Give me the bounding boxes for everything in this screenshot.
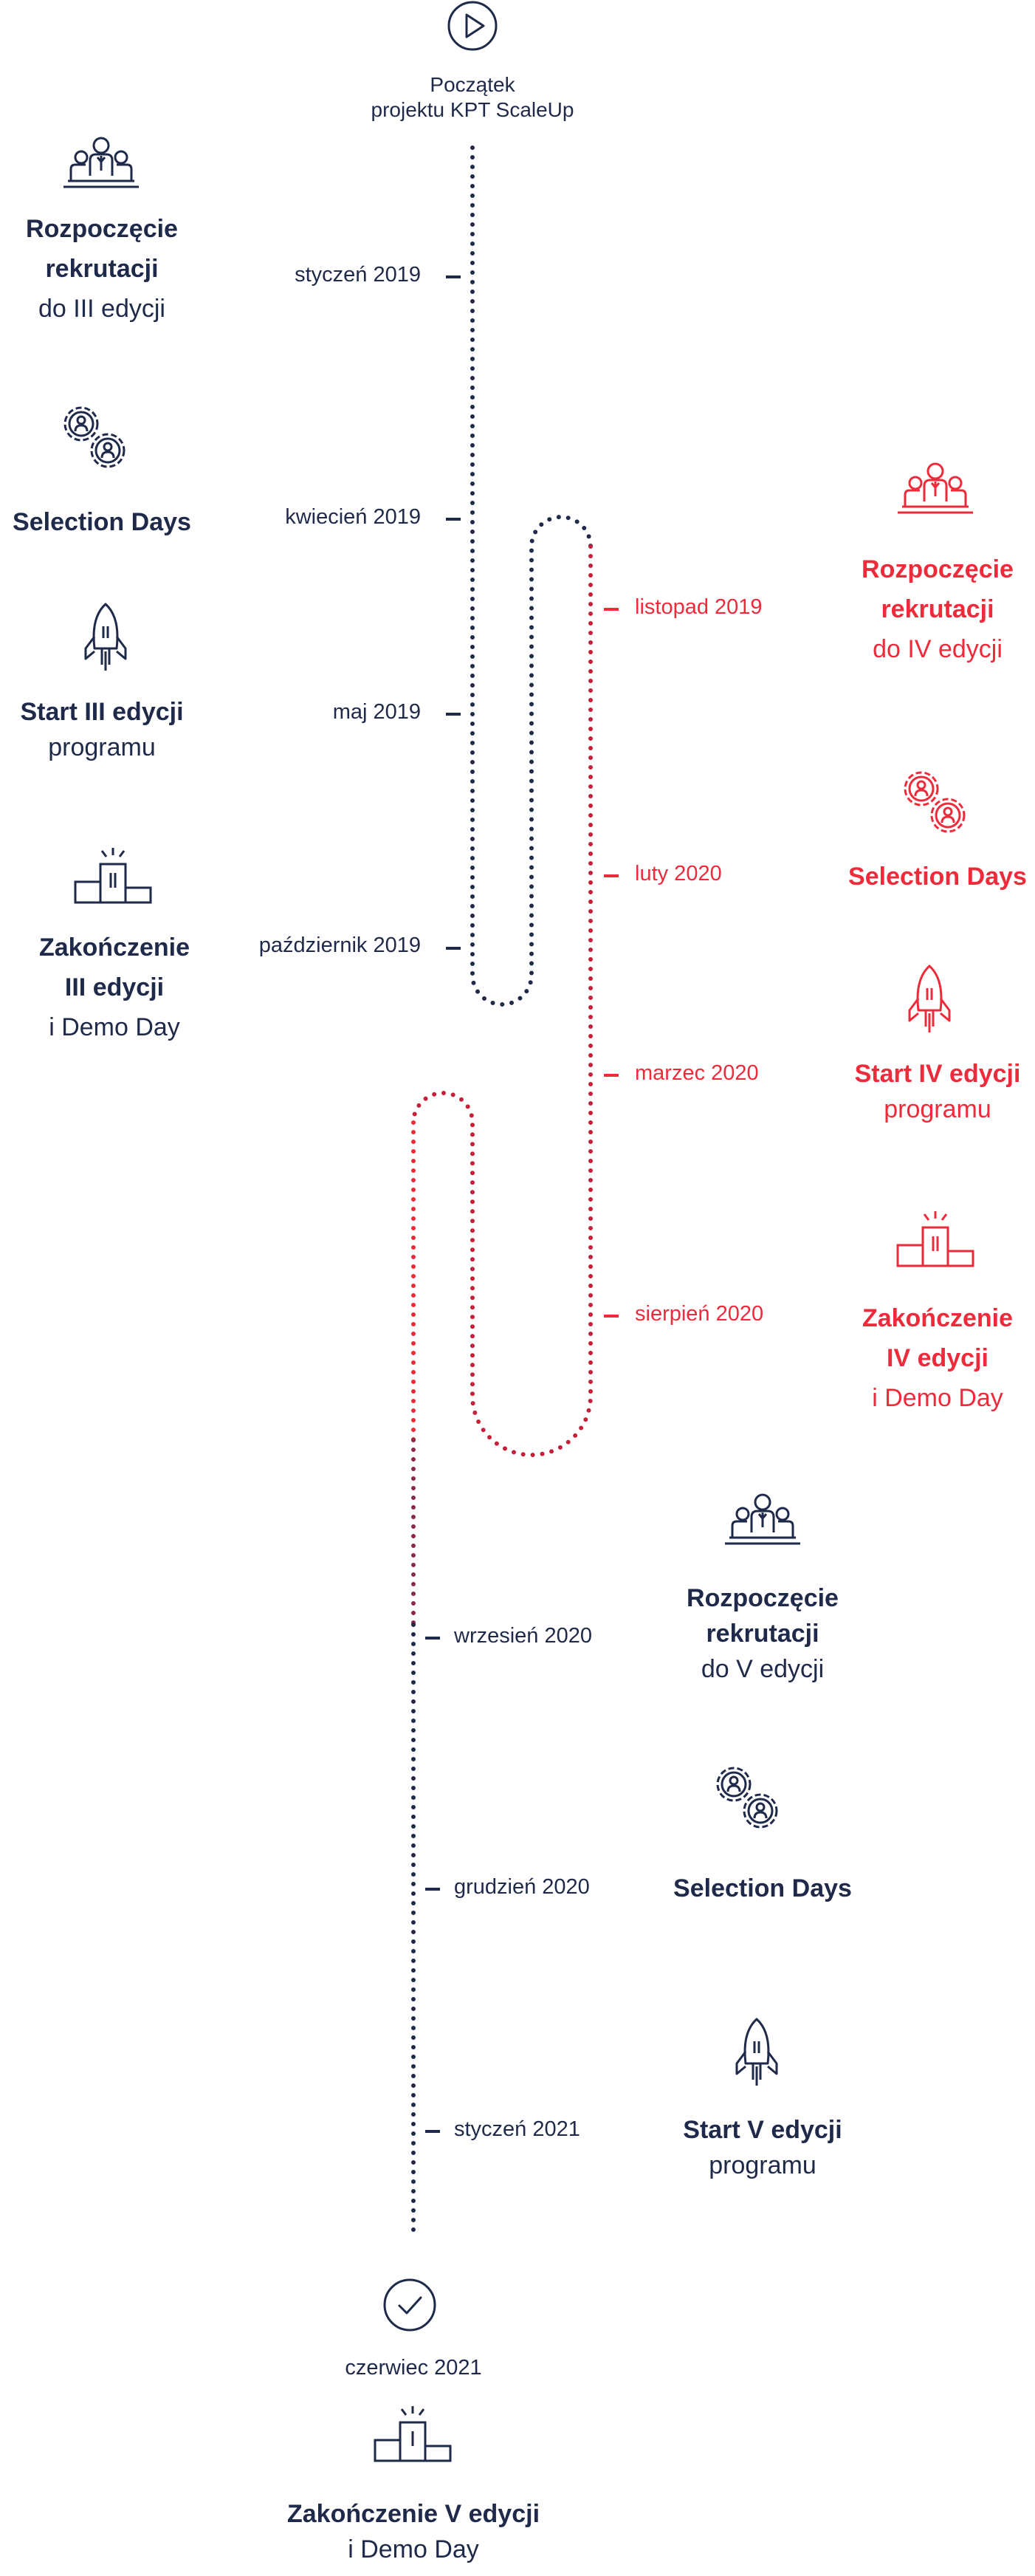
e5-start-line1: Start V edycji — [683, 2116, 842, 2144]
gears-people-icon — [893, 761, 974, 842]
team-icon — [722, 1492, 803, 1551]
date-listopad-2019: listopad 2019 — [635, 595, 763, 619]
e5-selection-label: Selection Days — [641, 1868, 884, 1908]
e3-start-line2: programu — [48, 733, 156, 761]
project-start-line1: Początek — [430, 73, 515, 96]
e3-start-line1: Start III edycji — [20, 698, 184, 726]
e4-end-line3: i Demo Day — [872, 1384, 1003, 1412]
e5-end-line1: Zakończenie V edycji — [286, 2500, 540, 2528]
e5-start-line2: programu — [709, 2151, 816, 2179]
gears-people-icon — [706, 1756, 787, 1837]
e3-recruitment-line1: Rozpoczęcie — [26, 215, 178, 243]
check-circle-icon — [382, 2278, 437, 2332]
date-pazdziernik-2019: październik 2019 — [258, 934, 421, 957]
e5-end-label: Zakończenie V edycji i Demo Day — [236, 2496, 591, 2567]
e5-recruitment-line1: Rozpoczęcie — [687, 1584, 839, 1612]
date-maj-2019: maj 2019 — [332, 700, 421, 724]
e5-recruitment-label: Rozpoczęcie rekrutacji do V edycji — [641, 1580, 884, 1687]
play-circle-icon — [447, 0, 498, 52]
e3-end-line1: Zakończenie — [38, 934, 190, 962]
e4-end-label: Zakończenie IV edycji i Demo Day — [819, 1298, 1035, 1418]
rocket-icon — [731, 2015, 783, 2089]
timeline-segment-edition4 — [411, 544, 593, 1457]
e4-start-label: Start IV edycji programu — [819, 1056, 1035, 1127]
podium-icon — [372, 2403, 453, 2464]
e5-end-line2: i Demo Day — [348, 2535, 479, 2563]
date-marzec-2020: marzec 2020 — [635, 1061, 759, 1085]
date-styczen-2021: styczeń 2021 — [454, 2117, 580, 2141]
rocket-icon — [904, 962, 955, 1035]
e3-start-label: Start III edycji programu — [0, 694, 204, 765]
podium-icon — [895, 1208, 976, 1269]
team-icon — [61, 135, 142, 194]
rocket-icon — [80, 600, 131, 674]
e4-end-line2: IV edycji — [887, 1344, 988, 1372]
date-sierpien-2020: sierpień 2020 — [635, 1302, 764, 1326]
e5-selection-line1: Selection Days — [673, 1874, 852, 1902]
date-kwiecien-2019: kwiecień 2019 — [285, 505, 421, 529]
e4-start-line2: programu — [884, 1095, 991, 1123]
e5-recruitment-line3: do V edycji — [701, 1655, 825, 1683]
date-wrzesien-2020: wrzesień 2020 — [454, 1624, 592, 1648]
e3-end-label: Zakończenie III edycji i Demo Day — [0, 928, 229, 1047]
e4-selection-line1: Selection Days — [848, 863, 1027, 891]
e3-selection-line1: Selection Days — [13, 508, 191, 536]
e3-recruitment-line3: do III edycji — [38, 295, 165, 323]
e3-recruitment-line2: rekrutacji — [45, 255, 159, 283]
e3-recruitment-label: Rozpoczęcie rekrutacji do III edycji — [0, 209, 204, 329]
e4-recruitment-line3: do IV edycji — [873, 635, 1003, 663]
project-start-line2: projektu KPT ScaleUp — [371, 98, 574, 121]
e5-recruitment-line2: rekrutacji — [706, 1620, 819, 1648]
date-grudzien-2020: grudzień 2020 — [454, 1875, 590, 1899]
e5-start-label: Start V edycji programu — [641, 2112, 884, 2183]
e4-recruitment-label: Rozpoczęcie rekrutacji do IV edycji — [819, 549, 1035, 669]
e3-selection-label: Selection Days — [0, 502, 204, 542]
e4-start-line1: Start IV edycji — [854, 1060, 1021, 1088]
e3-end-line2: III edycji — [64, 973, 165, 1001]
date-styczen-2019: styczeń 2019 — [295, 263, 421, 287]
gears-people-icon — [53, 396, 134, 477]
e4-end-line1: Zakończenie — [862, 1304, 1014, 1332]
e4-selection-label: Selection Days — [819, 857, 1035, 897]
project-start-label: Początek projektu KPT ScaleUp — [325, 72, 620, 123]
date-luty-2020: luty 2020 — [635, 862, 722, 886]
timeline-segment-edition3 — [470, 145, 593, 1007]
e4-recruitment-line1: Rozpoczęcie — [862, 555, 1014, 583]
e3-end-line3: i Demo Day — [49, 1013, 180, 1041]
date-czerwiec-2021: czerwiec 2021 — [345, 2356, 482, 2380]
podium-icon — [72, 845, 154, 905]
team-icon — [895, 461, 976, 520]
e4-recruitment-line2: rekrutacji — [881, 595, 994, 623]
